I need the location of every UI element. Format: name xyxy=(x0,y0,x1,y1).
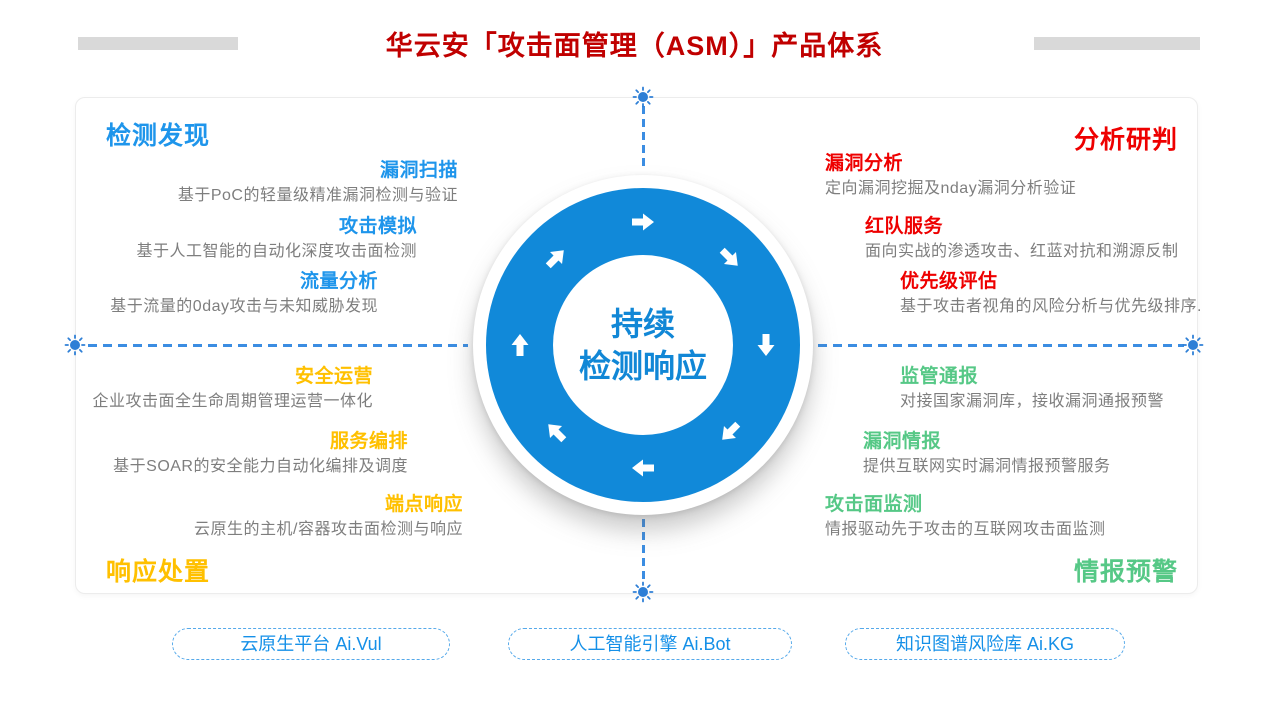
feature-title: 漏洞扫描 xyxy=(379,160,458,181)
sun-marker-icon xyxy=(632,86,654,108)
feature-title: 流量分析 xyxy=(299,271,378,292)
feature-item: 安全运营 企业攻击面全生命周期管理运营一体化 xyxy=(92,364,373,414)
clockwise-arrow-icon xyxy=(539,415,573,449)
feature-title: 攻击模拟 xyxy=(338,216,417,237)
feature-title: 攻击面监测 xyxy=(825,494,923,515)
feature-desc: 对接国家漏洞库，接收漏洞通报预警 xyxy=(900,393,1165,410)
quadrant-heading-respond: 响应处置 xyxy=(106,558,211,586)
product-pill-aivul: 云原生平台 Ai.Vul xyxy=(172,628,450,660)
feature-desc: 面向实战的渗透攻击、红蓝对抗和溯源反制 xyxy=(865,243,1179,260)
feature-title: 红队服务 xyxy=(865,216,944,237)
feature-desc: 云原生的主机/容器攻击面检测与响应 xyxy=(194,521,463,538)
feature-title: 漏洞分析 xyxy=(825,153,904,174)
sun-marker-icon xyxy=(64,334,86,356)
product-pill-aikg: 知识图谱风险库 Ai.KG xyxy=(845,628,1125,660)
cycle-center: 持续 检测响应 xyxy=(553,255,733,435)
cycle-label-line2: 检测响应 xyxy=(578,348,707,384)
feature-item: 漏洞扫描 基于PoC的轻量级精准漏洞检测与验证 xyxy=(178,158,458,208)
feature-title: 端点响应 xyxy=(384,494,463,515)
cycle-ring: 持续 检测响应 xyxy=(486,188,800,502)
quadrant-heading-analyze: 分析研判 xyxy=(1073,126,1178,154)
feature-item: 端点响应 云原生的主机/容器攻击面检测与响应 xyxy=(194,492,463,542)
clockwise-arrow-icon xyxy=(713,415,747,449)
feature-title: 监管通报 xyxy=(900,366,979,387)
feature-title: 安全运营 xyxy=(294,366,373,387)
clockwise-arrow-icon xyxy=(509,332,531,358)
feature-desc: 基于攻击者视角的风险分析与优先级排序. xyxy=(900,298,1202,315)
clockwise-arrow-icon xyxy=(630,457,656,479)
clockwise-arrow-icon xyxy=(630,211,656,233)
feature-desc: 提供互联网实时漏洞情报预警服务 xyxy=(863,458,1111,475)
feature-desc: 企业攻击面全生命周期管理运营一体化 xyxy=(92,393,373,410)
clockwise-arrow-icon xyxy=(755,332,777,358)
clockwise-arrow-icon xyxy=(713,241,747,275)
quadrant-heading-detect: 检测发现 xyxy=(106,122,211,150)
feature-item: 漏洞情报 提供互联网实时漏洞情报预警服务 xyxy=(863,429,1111,479)
feature-desc: 基于流量的0day攻击与未知威胁发现 xyxy=(110,298,378,315)
feature-title: 服务编排 xyxy=(329,431,408,452)
dashed-line-left xyxy=(88,344,468,347)
feature-item: 优先级评估 基于攻击者视角的风险分析与优先级排序. xyxy=(900,269,1202,319)
feature-title: 漏洞情报 xyxy=(863,431,942,452)
decor-bar-left xyxy=(78,37,238,50)
feature-item: 攻击模拟 基于人工智能的自动化深度攻击面检测 xyxy=(136,214,417,264)
page-title: 华云安「攻击面管理（ASM）」产品体系 xyxy=(385,31,884,61)
feature-title: 优先级评估 xyxy=(900,271,998,292)
feature-item: 服务编排 基于SOAR的安全能力自动化编排及调度 xyxy=(113,429,408,479)
dashed-line-bottom xyxy=(642,519,645,581)
sun-marker-icon xyxy=(1182,334,1204,356)
dashed-line-right xyxy=(818,344,1184,347)
cycle-circle: 持续 检测响应 xyxy=(473,175,813,515)
feature-item: 攻击面监测 情报驱动先于攻击的互联网攻击面监测 xyxy=(825,492,1106,542)
feature-item: 监管通报 对接国家漏洞库，接收漏洞通报预警 xyxy=(900,364,1164,414)
quadrant-heading-intel: 情报预警 xyxy=(1073,558,1178,586)
product-pill-aibot: 人工智能引擎 Ai.Bot xyxy=(508,628,792,660)
cycle-label-line1: 持续 xyxy=(610,305,675,342)
clockwise-arrow-icon xyxy=(539,241,573,275)
feature-item: 漏洞分析 定向漏洞挖掘及nday漏洞分析验证 xyxy=(825,151,1076,201)
dashed-line-top xyxy=(642,106,645,170)
feature-desc: 定向漏洞挖掘及nday漏洞分析验证 xyxy=(825,180,1077,197)
feature-desc: 基于PoC的轻量级精准漏洞检测与验证 xyxy=(177,187,458,204)
feature-item: 红队服务 面向实战的渗透攻击、红蓝对抗和溯源反制 xyxy=(865,214,1179,264)
feature-desc: 基于人工智能的自动化深度攻击面检测 xyxy=(136,243,417,260)
sun-marker-icon xyxy=(632,581,654,603)
feature-desc: 基于SOAR的安全能力自动化编排及调度 xyxy=(113,458,408,475)
decor-bar-right xyxy=(1034,37,1200,50)
feature-desc: 情报驱动先于攻击的互联网攻击面监测 xyxy=(825,521,1106,538)
feature-item: 流量分析 基于流量的0day攻击与未知威胁发现 xyxy=(110,269,378,319)
